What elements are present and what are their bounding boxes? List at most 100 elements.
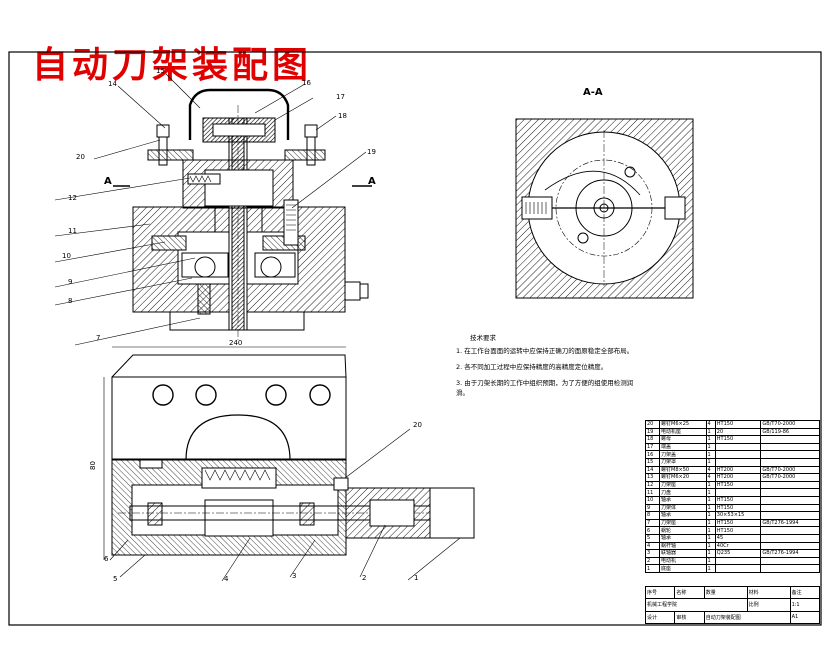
bom-cell bbox=[760, 526, 820, 535]
bom-cell: 刀架罩 bbox=[659, 457, 707, 467]
bom-cell: 1 bbox=[705, 511, 716, 520]
callout-16: 16 bbox=[302, 79, 311, 87]
bom-cell: 1 bbox=[705, 480, 716, 490]
bom-cell: 蜗轮 bbox=[659, 526, 707, 535]
bom-cell: 1 bbox=[644, 564, 661, 573]
callout-14: 14 bbox=[108, 80, 117, 88]
bom-cell bbox=[714, 457, 762, 467]
bom-cell: HT150 bbox=[714, 420, 762, 429]
bom-cell: 11 bbox=[644, 488, 661, 497]
dimension-width: 240 bbox=[229, 339, 242, 347]
bom-cell: 联轴器 bbox=[659, 549, 707, 558]
callout-11: 11 bbox=[68, 227, 77, 235]
callout-18: 18 bbox=[338, 112, 347, 120]
note-item: 2. 各不同加工过程中应保持精度的高精度定位精度。 bbox=[456, 363, 608, 371]
bom-cell: GB/T276-1994 bbox=[760, 518, 820, 528]
bom-cell: 螺母 bbox=[659, 435, 707, 444]
bom-cell: 7 bbox=[644, 518, 661, 528]
dimension-lines bbox=[103, 346, 346, 560]
bom-cell: 10 bbox=[644, 495, 661, 505]
title-block: 序号 名称 数量 材料 备注 机械工程学院 比例 1:1 设计 审核 自动刀架装… bbox=[644, 585, 821, 625]
callout-19: 19 bbox=[367, 148, 376, 156]
bom-cell: HT150 bbox=[714, 480, 762, 490]
bom-cell: 1 bbox=[705, 564, 716, 573]
bom-cell: 1 bbox=[705, 450, 716, 459]
bom-cell: 9 bbox=[644, 503, 661, 513]
bom-cell: 3 bbox=[644, 549, 661, 558]
callout-20: 20 bbox=[413, 421, 422, 429]
bom-cell: 1 bbox=[705, 541, 716, 551]
bom-cell bbox=[760, 511, 820, 520]
bom-cell bbox=[760, 533, 820, 543]
drawing-name: 自动刀架装配图 bbox=[703, 610, 791, 625]
bom-cell bbox=[714, 488, 762, 497]
bom-cell: 端盖 bbox=[659, 442, 707, 452]
bom-cell: 1 bbox=[705, 427, 716, 437]
notes-heading: 技术要求 bbox=[470, 334, 496, 342]
drawing-title: 自动刀架装配图 bbox=[32, 44, 313, 86]
bom-cell: 刀架座 bbox=[659, 518, 707, 528]
bom-cell: 6 bbox=[644, 526, 661, 535]
bom-cell: 20 bbox=[644, 420, 661, 429]
header-remark: 备注 bbox=[789, 585, 821, 600]
designer-label: 设计 bbox=[644, 610, 676, 625]
bom-cell: 14 bbox=[644, 465, 661, 475]
header-material: 材料 bbox=[746, 585, 791, 600]
bom-cell: HT150 bbox=[714, 526, 762, 535]
bom-cell bbox=[760, 564, 820, 573]
bom-cell: 1 bbox=[705, 495, 716, 505]
callout-1: 1 bbox=[414, 574, 418, 582]
bom-cell: 刀架盖 bbox=[659, 450, 707, 459]
bom-cell bbox=[760, 442, 820, 452]
bom-cell: HT150 bbox=[714, 495, 762, 505]
bom-cell: 电动机座 bbox=[659, 427, 707, 437]
note-item: 1. 在工作台面面的运转中应保持正确刀的面原稳定全部布局。 bbox=[456, 347, 634, 355]
bom-cell: 刀盘 bbox=[659, 488, 707, 497]
callout-5: 5 bbox=[113, 575, 117, 583]
sheet-border bbox=[8, 51, 822, 626]
callout-15: 15 bbox=[156, 67, 165, 75]
bom-cell: 螺钉M6×25 bbox=[659, 420, 707, 429]
bom-cell: 4 bbox=[644, 541, 661, 551]
front-section-view bbox=[113, 88, 372, 340]
bom-cell: 15 bbox=[644, 457, 661, 467]
scale-value: 1:1 bbox=[789, 598, 821, 612]
scale-label: 比例 bbox=[746, 598, 791, 612]
bom-cell: 螺钉M8×50 bbox=[659, 465, 707, 475]
header-no: 序号 bbox=[644, 585, 676, 600]
bom-cell: Q235 bbox=[714, 549, 762, 558]
bom-cell: HT150 bbox=[714, 503, 762, 513]
technical-notes: 技术要求 1. 在工作台面面的运转中应保持正确刀的面原稳定全部布局。 2. 各不… bbox=[456, 333, 646, 404]
bom-cell: 轴承 bbox=[659, 533, 707, 543]
callout-7: 7 bbox=[96, 334, 100, 342]
bom-cell: 45 bbox=[714, 533, 762, 543]
bom-cell: 30×53×15 bbox=[714, 511, 762, 520]
bom-cell bbox=[760, 450, 820, 459]
bom-cell: 2 bbox=[644, 556, 661, 566]
bom-cell bbox=[760, 435, 820, 444]
bom-cell bbox=[760, 556, 820, 566]
callout-10: 10 bbox=[62, 252, 71, 260]
bom-cell bbox=[760, 488, 820, 497]
bom-cell: 底座 bbox=[659, 564, 707, 573]
section-a-a-view bbox=[515, 118, 694, 299]
bom-cell: 1 bbox=[705, 457, 716, 467]
bom-cell: 蜗杆轴 bbox=[659, 541, 707, 551]
bom-cell: 40Cr bbox=[714, 541, 762, 551]
callout-4: 4 bbox=[224, 575, 229, 583]
bom-cell: 4 bbox=[705, 420, 716, 429]
